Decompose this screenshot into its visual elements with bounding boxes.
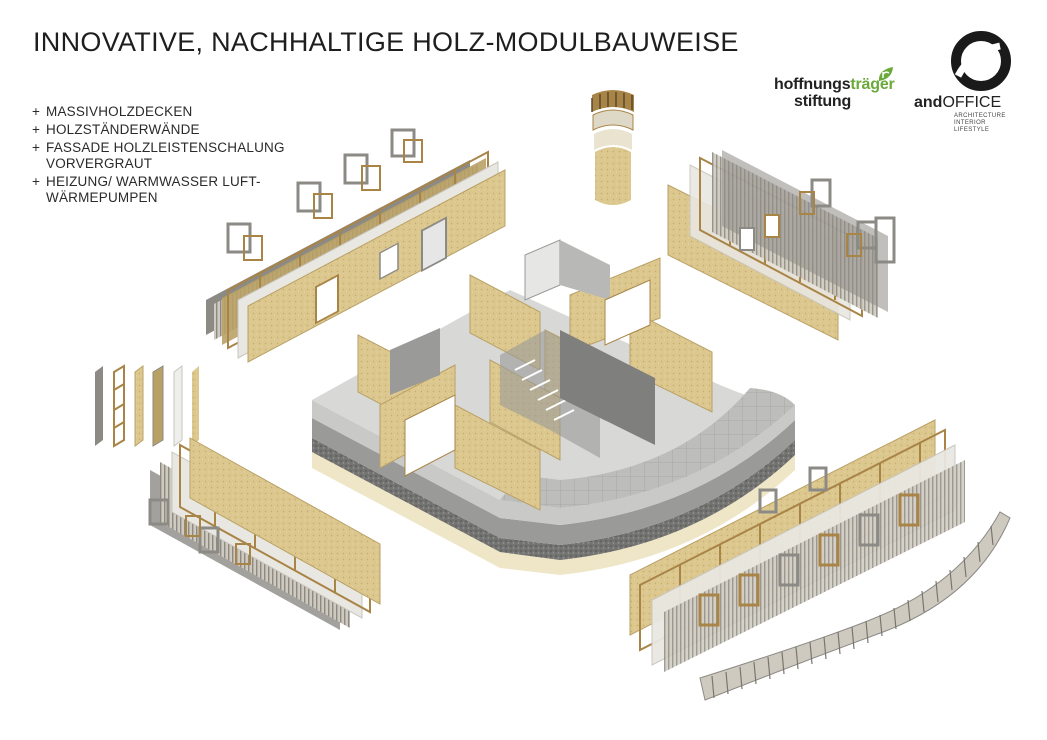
andoffice-logo: andOFFICE ARCHITECTURE INTERIOR LIFESTYL… [912, 30, 1022, 140]
feature-bullet: + [32, 122, 41, 137]
feature-text: MASSIVHOLZDECKEN [46, 104, 193, 119]
feature-item: + HEIZUNG/ WARMWASSER LUFT-WÄRMEPUMPEN [32, 174, 336, 206]
wall-section-parts-left [95, 364, 199, 448]
window-frames-bottom-right [698, 466, 920, 627]
wordmark-and: and [914, 94, 943, 111]
feature-text: FASSADE HOLZLEISTENSCHALUNG VORVERGRAUT [46, 140, 285, 171]
feature-item: + MASSIVHOLZDECKEN [32, 104, 336, 120]
stair-core-cylinder [591, 90, 634, 205]
logo-text-line1: hoffnungsträger [774, 76, 895, 94]
feature-text: HOLZSTÄNDERWÄNDE [46, 122, 200, 137]
feature-bullet: + [32, 104, 41, 119]
window-frames-top-left [226, 128, 423, 261]
hoffnungstraeger-logo: hoffnungsträger stiftung [774, 66, 899, 112]
tagline-line: INTERIOR [954, 120, 986, 126]
feature-item: + HOLZSTÄNDERWÄNDE [32, 122, 336, 138]
logo-text-part-a: hoffnungs [774, 76, 851, 93]
wall-set-top-right [667, 150, 896, 341]
wordmark-office: OFFICE [942, 94, 1002, 111]
andoffice-wordmark: andOFFICE [914, 94, 1001, 112]
feature-bullet: + [32, 174, 41, 189]
wall-set-bottom-left [148, 437, 381, 630]
wall-set-bottom-right [629, 419, 965, 672]
circle-mark-icon [951, 31, 1011, 91]
feature-item: + FASSADE HOLZLEISTENSCHALUNG VORVERGRAUT [32, 140, 336, 172]
tagline-line: ARCHITECTURE [954, 113, 1006, 119]
curved-slatted-fence [699, 511, 1011, 701]
tagline-line: LIFESTYLE [954, 127, 990, 133]
page-title: INNOVATIVE, NACHHALTIGE HOLZ-MODULBAUWEI… [33, 27, 739, 57]
wall-set-top-left [206, 128, 506, 363]
feature-text: HEIZUNG/ WARMWASSER LUFT-WÄRMEPUMPEN [46, 174, 261, 205]
central-stairwell [500, 330, 655, 458]
logo-text-line2: stiftung [794, 93, 852, 110]
central-building-module [312, 239, 795, 575]
feature-bullet: + [32, 140, 41, 155]
window-frames-top-right [739, 178, 896, 264]
andoffice-tagline: ARCHITECTURE INTERIOR LIFESTYLE [954, 113, 1006, 134]
feature-list: + MASSIVHOLZDECKEN + HOLZSTÄNDERWÄNDE + FAS… [32, 104, 336, 208]
leaf-icon [878, 67, 893, 81]
logo-text-part-b: träger [850, 76, 895, 93]
